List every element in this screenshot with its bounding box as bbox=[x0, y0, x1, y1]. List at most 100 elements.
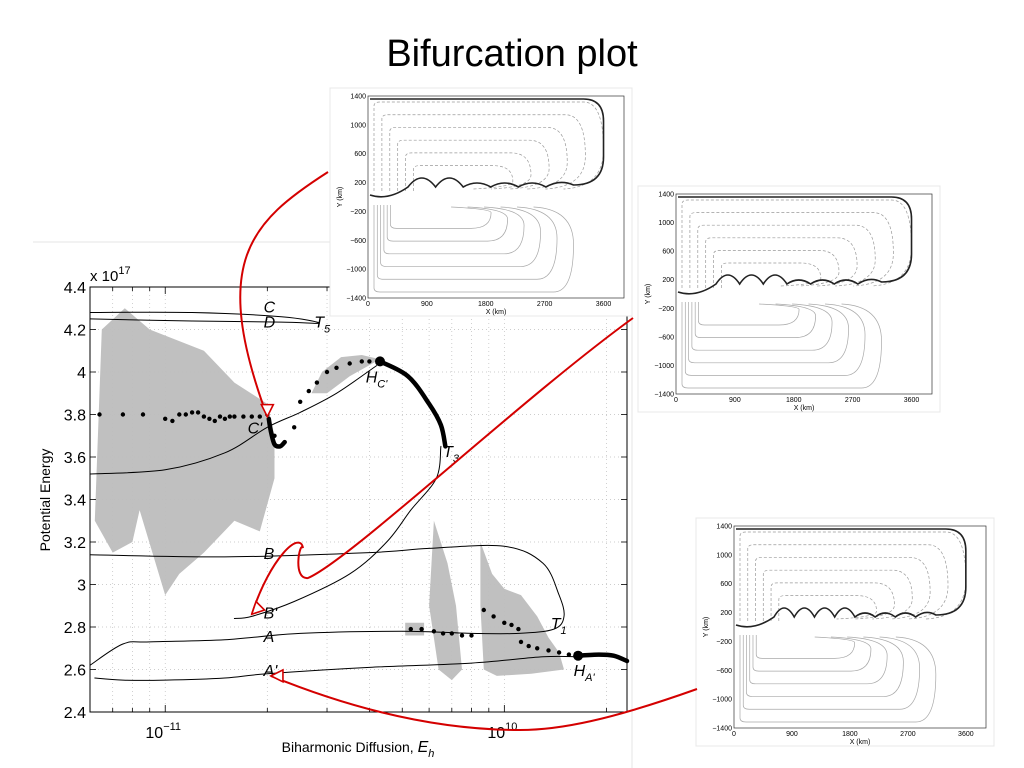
hopf-bifurcation-point bbox=[375, 356, 385, 367]
solution-dot bbox=[526, 643, 531, 649]
solution-dot bbox=[431, 629, 437, 634]
inset-contour bbox=[681, 199, 912, 288]
solution-dot bbox=[189, 410, 195, 415]
solution-dot bbox=[241, 414, 246, 419]
inset-contour bbox=[752, 635, 872, 672]
solution-dot bbox=[217, 414, 223, 419]
callout-arrow bbox=[250, 317, 634, 615]
inset-frame bbox=[367, 95, 625, 299]
inset-x-label: X (km) bbox=[794, 405, 815, 412]
stability-shaded-region bbox=[311, 355, 380, 394]
inset-frame bbox=[733, 525, 987, 729]
solution-dot bbox=[314, 380, 320, 385]
inset-contour bbox=[389, 127, 568, 191]
inset-y-tick-label: 1000 bbox=[658, 220, 674, 227]
curve-label: HA' bbox=[574, 663, 596, 684]
y-tick-label: 4.4 bbox=[64, 280, 86, 297]
inset-y-tick-label: −600 bbox=[350, 238, 366, 245]
inset-background bbox=[695, 517, 995, 747]
inset-contour bbox=[755, 635, 856, 659]
inset-y-tick-label: 200 bbox=[354, 180, 366, 187]
inset-y-tick-label: −1000 bbox=[346, 267, 366, 274]
solution-dot bbox=[207, 416, 212, 421]
curve-label: B bbox=[264, 546, 275, 563]
inset-y-label: Y (km) bbox=[337, 187, 344, 207]
y-tick-label: 2.6 bbox=[64, 663, 86, 680]
inset-contour bbox=[373, 205, 574, 293]
curve-label: D bbox=[264, 314, 276, 331]
solution-dot bbox=[419, 626, 424, 632]
inset-contour bbox=[770, 582, 895, 621]
solution-dot bbox=[535, 646, 540, 651]
inset-contour bbox=[386, 205, 508, 242]
inset-x-tick-label: 2700 bbox=[537, 301, 553, 308]
solution-dot bbox=[222, 416, 228, 421]
inset-contour bbox=[383, 205, 525, 255]
solution-dot bbox=[170, 418, 175, 424]
stability-shaded-region bbox=[94, 308, 275, 596]
solution-dot bbox=[459, 633, 465, 638]
inset-y-tick-label: 200 bbox=[662, 277, 674, 284]
solution-dot bbox=[324, 369, 330, 375]
solution-dot bbox=[195, 410, 201, 415]
callout-arrowhead bbox=[250, 600, 267, 616]
solution-dot bbox=[298, 399, 303, 404]
branch-T1 bbox=[89, 544, 565, 666]
inset-y-tick-label: −1000 bbox=[712, 697, 732, 704]
solution-dot bbox=[120, 412, 126, 417]
solution-dot bbox=[272, 433, 277, 438]
solution-dot bbox=[140, 412, 146, 417]
callout-arrowhead bbox=[260, 403, 275, 419]
y-tick-label: 2.4 bbox=[64, 705, 86, 722]
inset-y-tick-label: −1000 bbox=[654, 363, 674, 370]
inset-x-tick-label: 900 bbox=[421, 301, 433, 308]
y-tick-label: 3 bbox=[77, 578, 86, 595]
inset-y-tick-label: 1000 bbox=[350, 122, 366, 129]
inset-contour bbox=[688, 302, 849, 364]
solution-dot bbox=[257, 414, 262, 419]
inset-x-tick-label: 0 bbox=[732, 731, 736, 738]
solution-dot bbox=[249, 414, 254, 419]
branch-A-prime bbox=[94, 655, 579, 681]
y-tick-label: 3.6 bbox=[64, 450, 86, 467]
inset-y-tick-label: −200 bbox=[350, 209, 366, 216]
solution-dot bbox=[334, 365, 339, 370]
solution-dot bbox=[546, 648, 551, 653]
inset-contour bbox=[413, 165, 514, 191]
inset-contour bbox=[749, 635, 888, 685]
branch-C bbox=[89, 311, 320, 324]
inset-y-tick-label: 1400 bbox=[350, 94, 366, 101]
solution-dot bbox=[408, 626, 413, 632]
inset-y-tick-label: −200 bbox=[658, 306, 674, 313]
solution-dot bbox=[292, 425, 297, 430]
inset-y-tick-label: 600 bbox=[662, 249, 674, 256]
inset-jet-boundary bbox=[369, 98, 605, 198]
inset-y-tick-label: 1000 bbox=[716, 552, 732, 559]
inset-y-tick-label: 200 bbox=[720, 610, 732, 617]
inset-contour bbox=[380, 205, 541, 267]
curve-label: T5 bbox=[314, 314, 331, 335]
inset-y-tick-label: 600 bbox=[354, 151, 366, 158]
inset-background bbox=[329, 87, 633, 317]
inset-y-tick-label: −1400 bbox=[346, 296, 366, 303]
inset-contour bbox=[705, 237, 858, 288]
inset-x-tick-label: 2700 bbox=[845, 397, 861, 404]
curve-label: HC' bbox=[366, 370, 389, 391]
inset-y-tick-label: 1400 bbox=[658, 192, 674, 199]
y-tick-label: 3.8 bbox=[64, 408, 86, 425]
inset-contour bbox=[698, 302, 800, 326]
branch-C-prime bbox=[89, 365, 378, 475]
solution-dot bbox=[491, 614, 496, 619]
inset-y-tick-label: −1400 bbox=[712, 726, 732, 733]
x-tick-label: 1010 bbox=[487, 721, 517, 742]
inset-contour bbox=[390, 205, 492, 229]
inset-x-tick-label: 3600 bbox=[596, 301, 612, 308]
curve-label: T3 bbox=[443, 444, 460, 465]
solution-dot bbox=[502, 620, 507, 625]
solution-dot bbox=[212, 418, 217, 424]
solution-dot bbox=[306, 388, 311, 394]
slide-title: Bifurcation plot bbox=[386, 33, 638, 75]
x-tick-label: 10−11 bbox=[145, 721, 181, 742]
